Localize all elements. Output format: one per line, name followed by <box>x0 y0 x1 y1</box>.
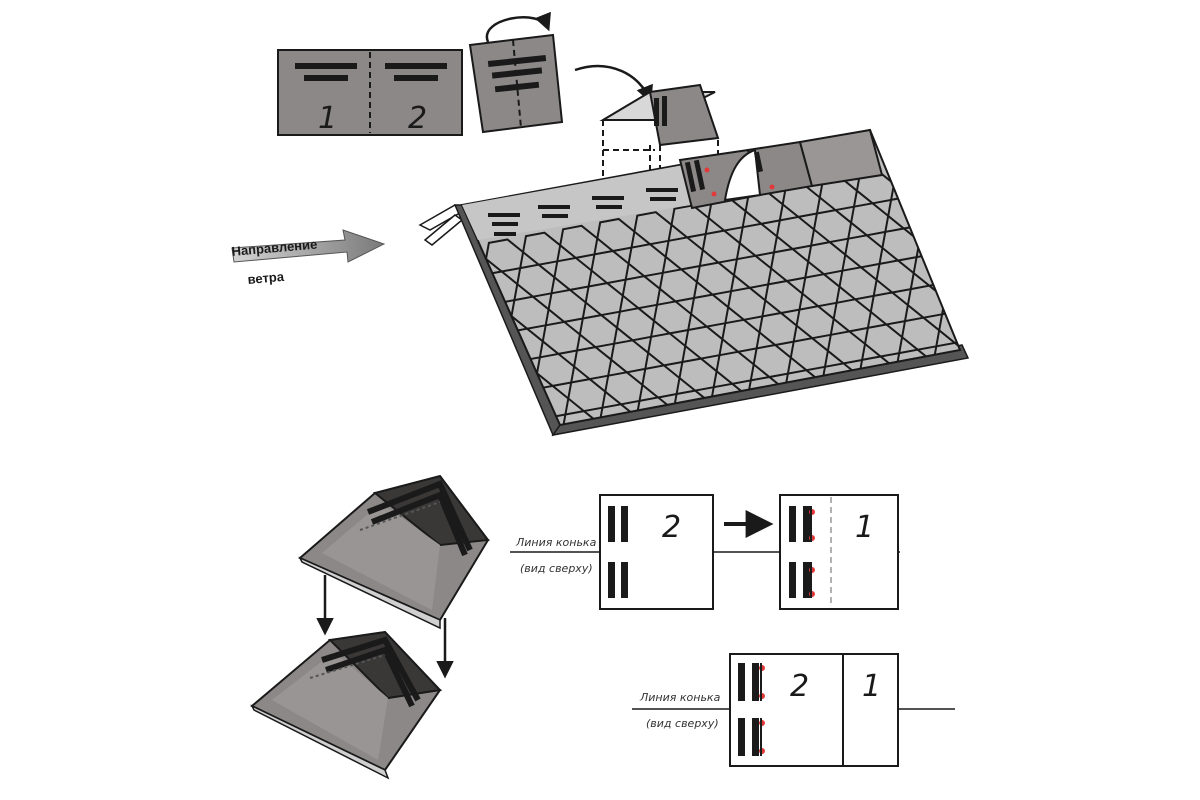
wind-direction: Направление ветра <box>231 229 386 287</box>
roof-shingle-tile <box>971 336 1008 368</box>
rotated-shingle-piece <box>468 11 564 134</box>
roof-shingle-tile <box>949 245 960 280</box>
roof-shingle-tile <box>976 304 1013 336</box>
roof-shingle-tile <box>561 410 601 425</box>
shingle-number-2: 2 <box>408 101 427 136</box>
wind-label-line2: ветра <box>247 269 285 287</box>
roof-shingle-tile <box>938 309 960 344</box>
top-view-label-a: (вид сверху) <box>520 562 593 575</box>
roof-shingle-tile <box>918 220 958 255</box>
roof-shingle-tile <box>892 163 933 198</box>
plan-b-right-number: 1 <box>862 669 881 704</box>
plan-b-left-number: 2 <box>790 669 809 704</box>
move-arrow <box>574 64 653 104</box>
ridge-cap-lower <box>250 630 443 780</box>
plan-a-left-number: 2 <box>662 510 681 545</box>
ridge-line-label-a: Линия конька <box>515 536 597 549</box>
roof-shingle-tile <box>924 188 960 223</box>
plan-view-b: Линия конька (вид сверху) 2 1 <box>632 653 955 767</box>
roof <box>418 128 1013 437</box>
top-view-label-b: (вид сверху) <box>646 717 719 730</box>
wind-label-line1: Направление <box>231 237 318 259</box>
roof-shingle-tile <box>943 277 960 312</box>
ridge-cap-upper <box>298 474 490 630</box>
folded-ridge-piece <box>599 83 720 147</box>
plan-view-a: Линия конька (вид сверху) 2 1 <box>510 494 900 610</box>
shingle-number-1: 1 <box>318 101 337 136</box>
plan-a-right-number: 1 <box>855 510 874 545</box>
ridge-line-label-b: Линия конька <box>639 691 721 704</box>
shingle-strip: 1 2 <box>277 49 463 136</box>
